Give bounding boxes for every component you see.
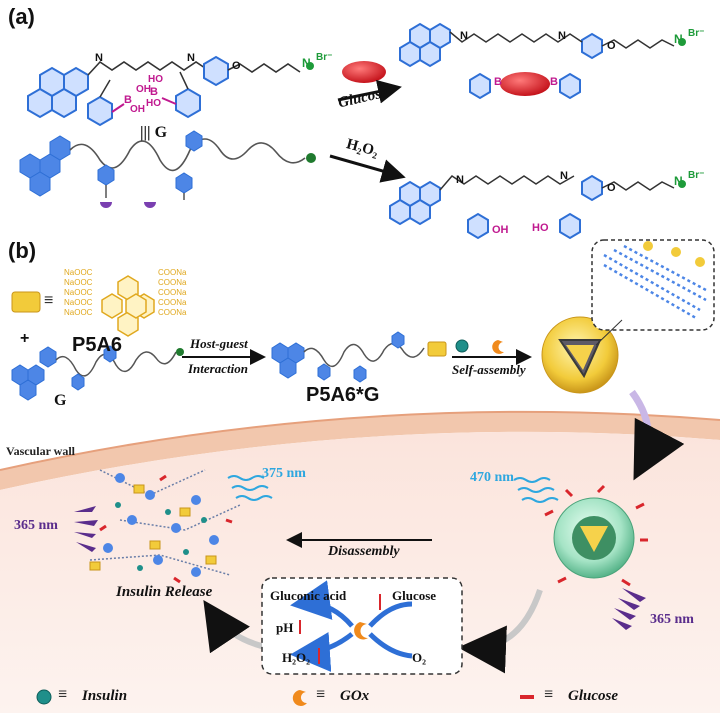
na-label-4: NaOOC <box>64 298 93 307</box>
coona-label-4: COONa <box>158 298 187 307</box>
excitation-365-left <box>74 506 98 552</box>
coona-label-5: COONa <box>158 308 187 317</box>
atom-ho-1: HO <box>148 74 163 85</box>
reaction-arrows <box>290 580 413 672</box>
legend-glucose-label: Glucose <box>568 688 618 704</box>
disassembly-label: Disassembly <box>328 544 400 559</box>
glucose-arrow <box>337 61 402 104</box>
self-assembly-label: Self-assembly <box>452 362 526 377</box>
bromide-2: Br⁻ <box>688 28 705 39</box>
h2o2-arrow <box>329 154 406 183</box>
prod-b-2: B <box>550 76 558 88</box>
prod-b-1: B <box>494 76 502 88</box>
bromide-1: Br⁻ <box>316 52 333 63</box>
emission-375-waves <box>227 475 273 501</box>
zoom-inset <box>591 239 715 346</box>
disassembled-components <box>89 469 241 584</box>
transition-arrow <box>629 389 685 481</box>
legend-insulin-label: Insulin <box>82 688 128 704</box>
label-365nm-left: 365 nm <box>14 518 58 533</box>
coona-label-3: COONa <box>158 288 187 297</box>
return-arrow-right <box>458 589 543 674</box>
na-label-3: NaOOC <box>64 288 93 297</box>
legend-gox-label: GOx <box>340 688 370 704</box>
p5a6-substituents-right: COONa COONa COONa COONa COONa <box>158 268 186 318</box>
p5a6-label: P5A6 <box>72 334 123 356</box>
guest-equiv-a: ||| G <box>140 124 167 142</box>
prod2-o: O <box>607 182 616 194</box>
p5a6-macrocycle <box>11 275 155 337</box>
p5a6-substituents-left: NaOOC NaOOC NaOOC NaOOC NaOOC <box>64 268 92 318</box>
panel-a-label: (a) <box>8 4 35 29</box>
legend-equiv-2: ≡ <box>316 686 326 703</box>
atom-oh-2: OH <box>130 104 145 115</box>
legend-insulin-icon <box>36 689 52 705</box>
na-label-5: NaOOC <box>64 308 93 317</box>
label-470nm: 470 nm <box>470 470 514 485</box>
coona-label-2: COONa <box>158 278 187 287</box>
excitation-365-right <box>612 588 646 630</box>
atom-b-2: B <box>150 86 158 98</box>
host-guest-polymer-a <box>19 130 316 208</box>
plus-sign: + <box>20 330 30 347</box>
triple-bar: ||| <box>140 124 151 141</box>
gluconic-acid-label: Gluconic acid <box>270 588 347 603</box>
label-375nm: 375 nm <box>262 466 306 481</box>
prod2-ho: HO <box>532 222 549 234</box>
label-365nm-right: 365 nm <box>650 612 694 627</box>
complex-label: P5A6*G <box>306 384 380 406</box>
p5a6-g-complex <box>271 331 447 383</box>
host-equiv: ≡ <box>44 292 54 309</box>
na-label-2: NaOOC <box>64 278 93 287</box>
atom-b-1: B <box>124 94 132 106</box>
prod-n-ammonium-1: N <box>674 32 683 46</box>
product-glucose-bound <box>399 22 686 100</box>
emission-470-waves <box>513 477 559 503</box>
product-phenol <box>389 174 686 240</box>
legend-equiv-1: ≡ <box>58 686 68 703</box>
h2o2-label-box: H₂O₂ <box>282 650 311 665</box>
host-guest-label-1: Host-guest <box>190 336 248 351</box>
atom-n-2: N <box>187 52 195 64</box>
insulin-release-label: Insulin Release <box>116 584 213 600</box>
vascular-wall-label: Vascular wall <box>6 444 76 458</box>
prod2-oh: OH <box>492 224 509 236</box>
pyrene-left <box>27 66 89 119</box>
legend-gox-icon <box>292 690 307 706</box>
panel-b-label: (b) <box>8 238 37 263</box>
legend-equiv-3: ≡ <box>544 686 554 703</box>
atom-o: O <box>232 60 241 72</box>
atom-n-ammonium: N <box>302 56 311 70</box>
atom-ho-2: HO <box>146 98 161 109</box>
green-micelle <box>544 484 648 587</box>
prod-o-1: O <box>607 40 616 52</box>
host-guest-label-2: Interaction <box>188 361 248 376</box>
na-label-1: NaOOC <box>64 268 93 277</box>
prod2-n-1: N <box>456 174 464 186</box>
guest-polymer-b <box>11 345 184 401</box>
alkyl-chain-left <box>87 60 209 76</box>
bromide-3: Br⁻ <box>688 170 705 181</box>
prod-n-2: N <box>558 30 566 42</box>
guest-g-b: G <box>54 392 67 409</box>
gold-micelle <box>541 316 619 394</box>
coona-label-1: COONa <box>158 268 187 277</box>
prod-n-ammonium-2: N <box>674 174 683 188</box>
atom-oh-1: OH <box>136 84 151 95</box>
prod2-n-2: N <box>560 170 568 182</box>
guest-g-a: G <box>154 124 168 141</box>
vascular-wall-band <box>0 411 720 490</box>
prod-n-1: N <box>460 30 468 42</box>
atom-n-1: N <box>95 52 103 64</box>
o2-label: O₂ <box>412 650 427 665</box>
ph-label: pH <box>276 620 294 635</box>
glucose-label-box: Glucose <box>392 588 437 603</box>
